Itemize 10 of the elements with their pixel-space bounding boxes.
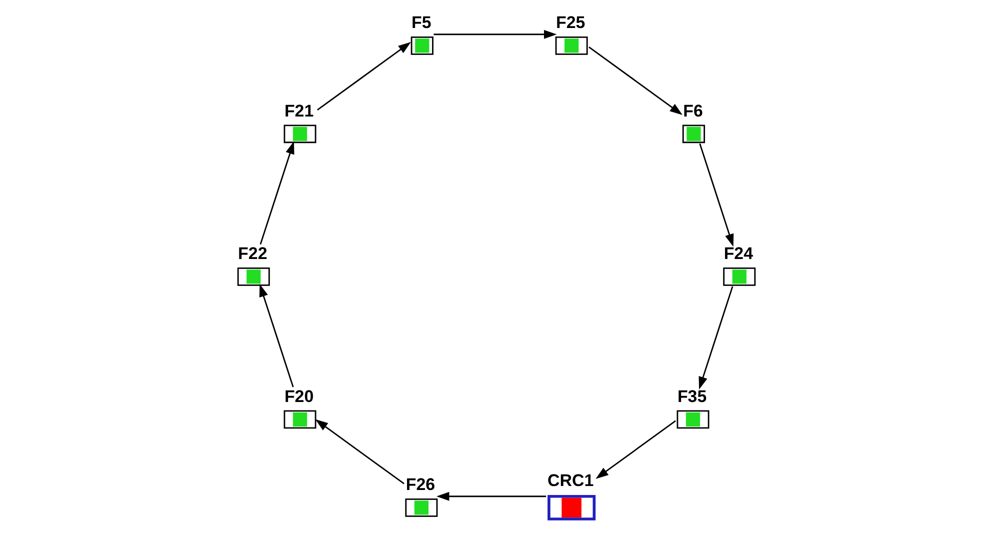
node-label: F5 <box>411 13 431 32</box>
node-label: F6 <box>682 101 702 120</box>
node-label: F25 <box>556 13 585 32</box>
node-label: F20 <box>284 386 314 406</box>
node-label: F21 <box>284 101 314 120</box>
node-label: CRC1 <box>547 470 594 490</box>
node-label: F26 <box>405 475 435 494</box>
node-label: F24 <box>723 244 753 264</box>
node-label: F35 <box>676 386 706 406</box>
node-label: F22 <box>238 244 267 264</box>
